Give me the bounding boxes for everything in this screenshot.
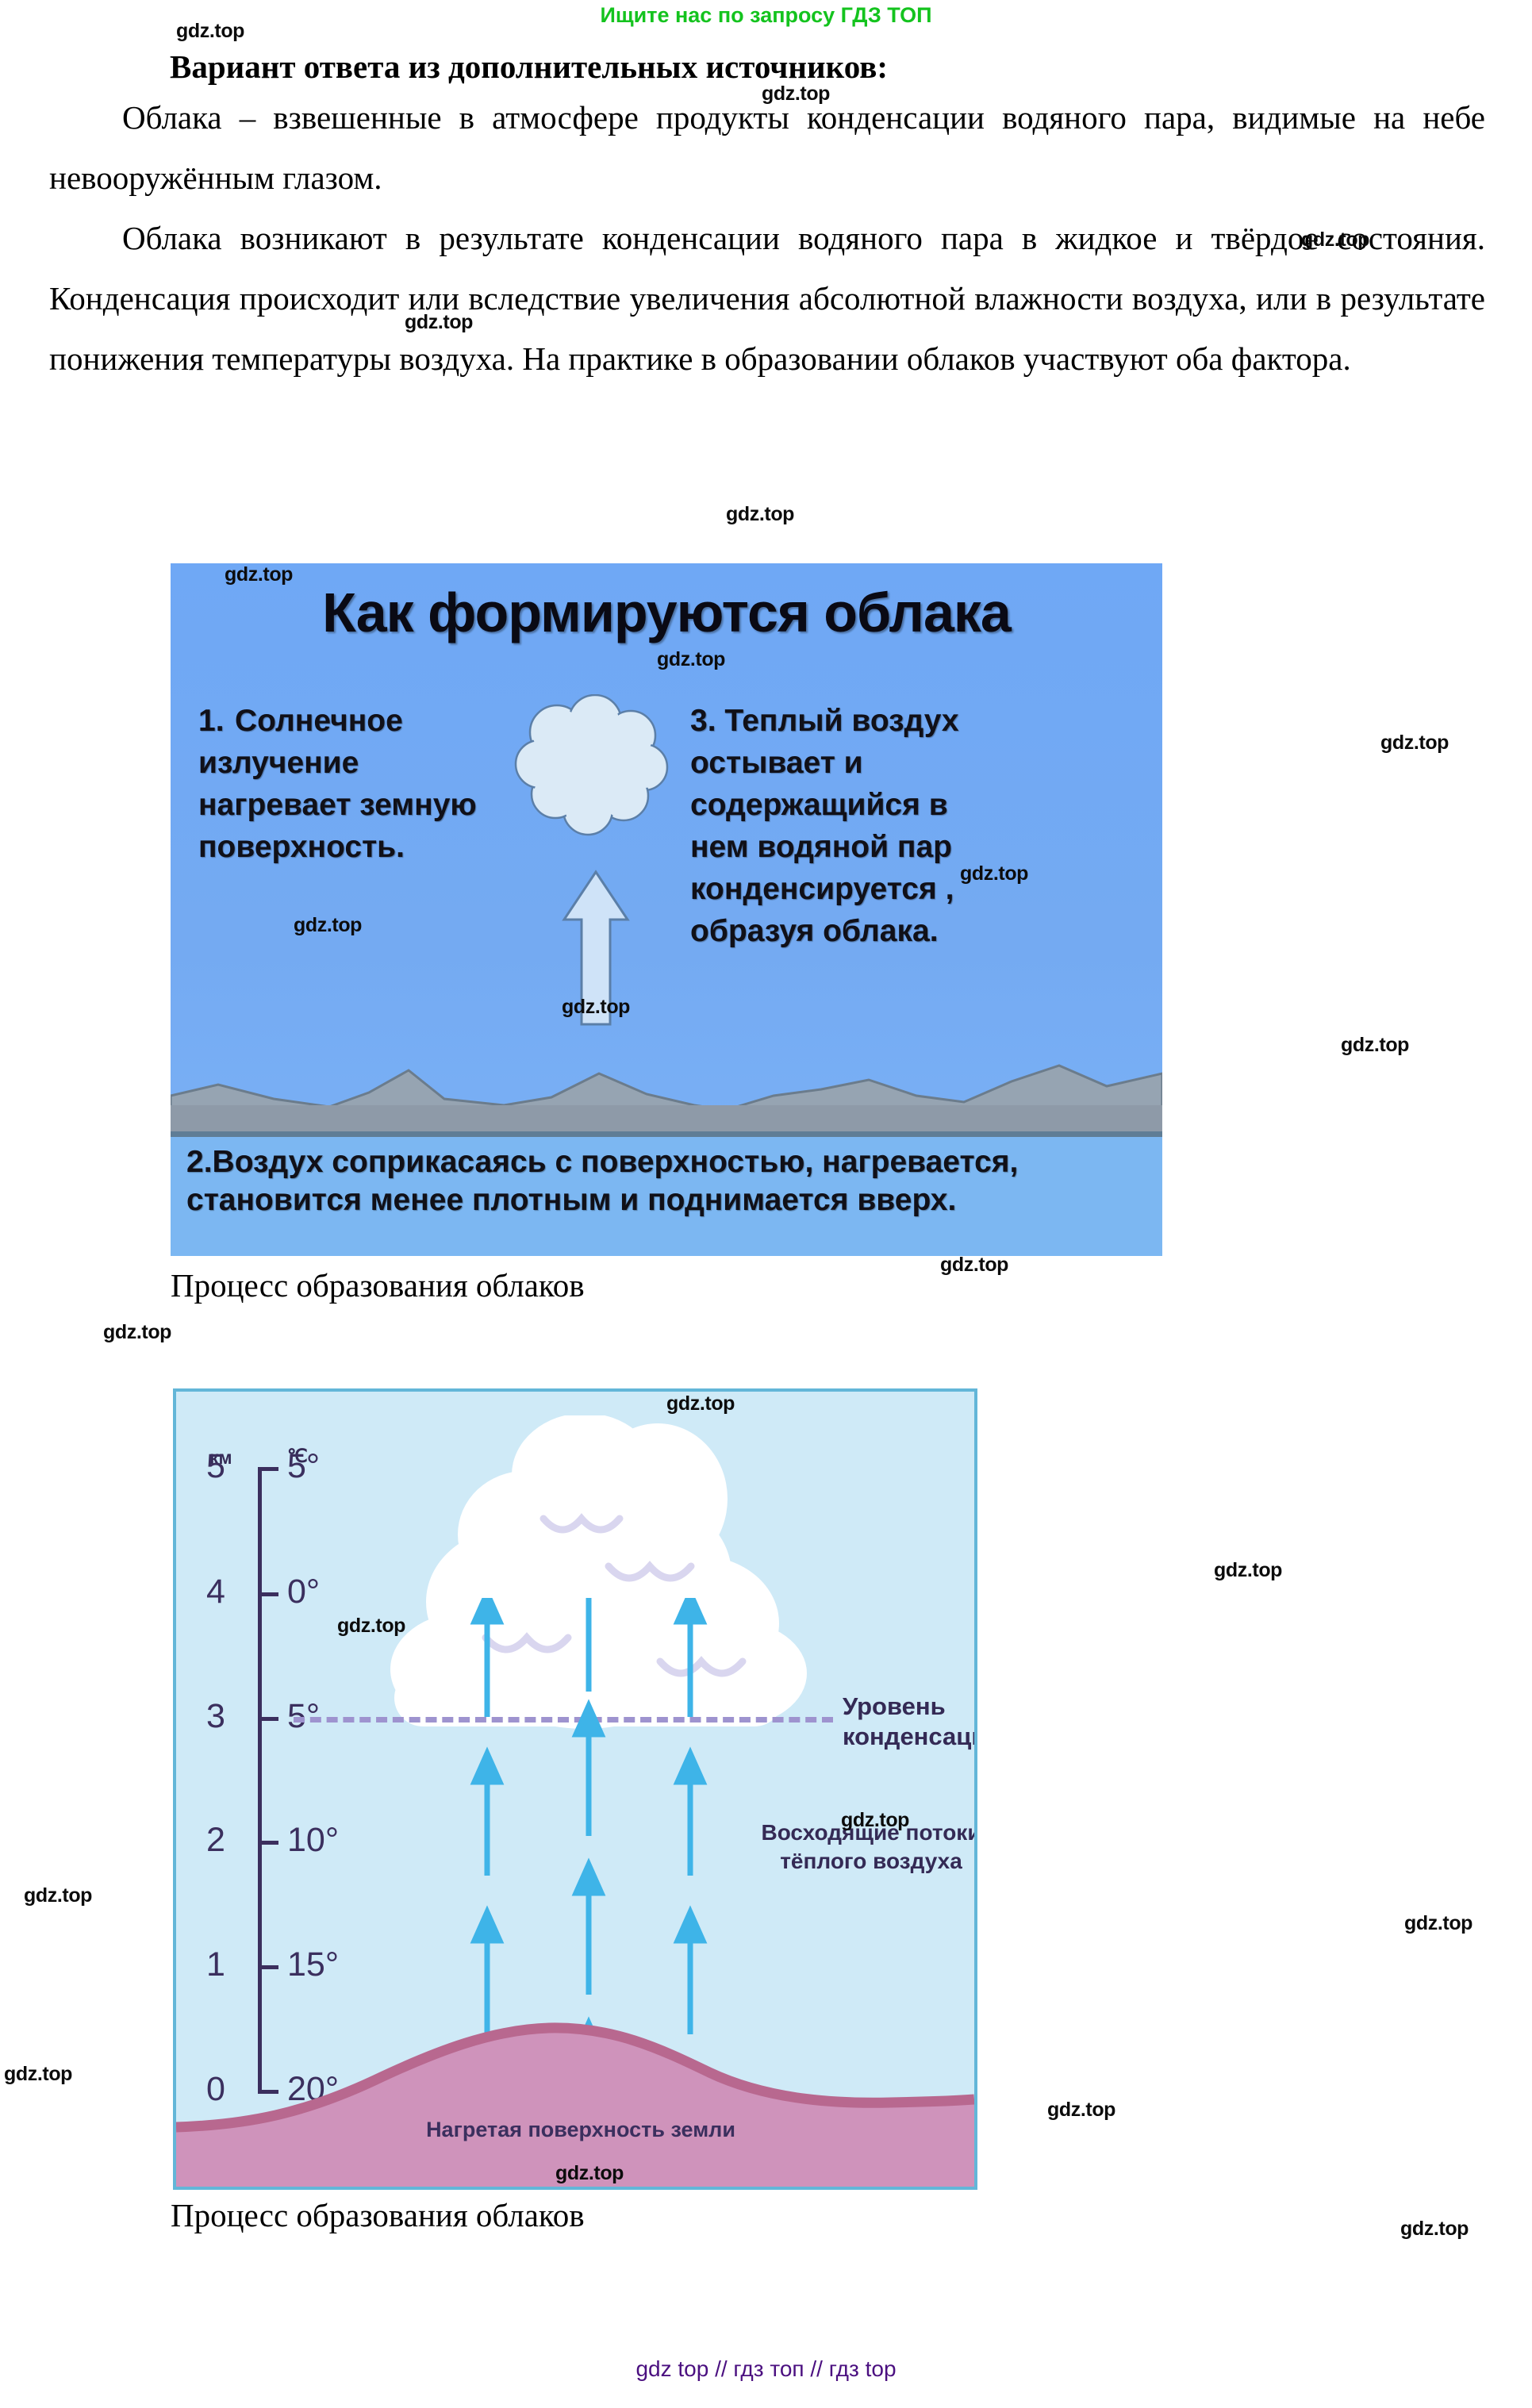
figure1-step-1-number: 1. [198,704,225,738]
mountain-silhouette [171,1064,1162,1113]
figure1-caption: Процесс образования облаков [171,1267,585,1304]
watermark-14: gdz.top [666,1392,735,1415]
watermark-5: gdz.top [225,563,294,586]
scale-temp-1: 15° [287,1945,340,1984]
watermark-21: gdz.top [1047,2099,1116,2121]
condensation-level-label: Уровень конденсации [843,1692,974,1750]
scale-temp-5: 5° [287,1447,321,1485]
watermark-9: gdz.top [960,862,1029,885]
watermark-15: gdz.top [1214,1559,1283,1581]
altitude-axis [258,1467,262,2094]
cloud-icon [508,694,678,841]
scale-km-3: 3 [206,1697,225,1735]
figure2-caption: Процесс образования облаков [171,2197,585,2233]
figure1-step-1: 1.Солнечное излучение нагревает земную п… [198,700,484,868]
promo-banner: Ищите нас по запросу ГДЗ ТОП [600,3,932,27]
watermark-20: gdz.top [4,2063,73,2085]
upward-airflow-arrow-icon [561,869,631,1027]
condensation-level-line [294,1717,833,1722]
axis-bottom-cap [258,2090,278,2094]
site-footer: gdz top // гдз топ // гдз top [635,2356,897,2381]
warm-air-flow-label: Восходящие потоки тёплого воздуха [761,1820,977,1873]
watermark-13: gdz.top [103,1321,172,1343]
scale-temp-4: 0° [287,1573,321,1611]
watermark-6: gdz.top [657,648,726,670]
watermark-12: gdz.top [940,1254,1009,1276]
paragraph-2: Облака возникают в результате конденсаци… [49,220,1485,377]
watermark-18: gdz.top [24,1884,93,1907]
article-body: Вариант ответа из дополнительных источни… [49,48,1485,389]
figure1-step-2-text: 2.Воздух соприкасаясь с поверхностью, на… [186,1145,1019,1217]
axis-top-cap [258,1467,278,1471]
watermark-7: gdz.top [1380,732,1449,754]
watermark-2: gdz.top [1301,229,1370,251]
watermark-1: gdz.top [762,83,831,105]
axis-tick-3 [258,1717,278,1721]
watermark-10: gdz.top [562,996,631,1018]
watermark-8: gdz.top [294,914,363,936]
scale-temp-3: 5° [287,1697,321,1735]
warm-air-arrows [470,1598,708,2106]
figure1-step-2-box: 2.Воздух соприкасаясь с поверхностью, на… [171,1131,1162,1256]
axis-tick-4 [258,1592,278,1596]
axis-unit-celsius: ℃ [287,1446,308,1466]
watermark-23: gdz.top [1400,2218,1469,2240]
scale-km-0: 0 [206,2070,225,2108]
axis-tick-2 [258,1841,278,1845]
page-title: Вариант ответа из дополнительных источни… [170,48,889,85]
scale-km-4: 4 [206,1573,225,1611]
scale-km-1: 1 [206,1945,225,1984]
watermark-17: gdz.top [841,1809,910,1831]
heated-ground [176,2022,974,2187]
figure-convection-diagram: км ℃ 5 5° 4 0° 3 5° 2 10° 1 15° 0 20° [173,1388,977,2190]
scale-km-5: 5 [206,1447,225,1485]
scale-km-2: 2 [206,1821,225,1859]
watermark-22: gdz.top [555,2162,624,2184]
heated-ground-label: Нагретая поверхность земли [426,2118,735,2141]
scale-temp-2: 10° [287,1821,340,1859]
figure1-step-3: 3. Теплый воздух остывает и содержащийся… [690,704,959,948]
watermark-11: gdz.top [1341,1034,1410,1056]
figure-cloud-formation-poster: Как формируются облака 1.Солнечное излуч… [171,563,1162,1256]
watermark-16: gdz.top [337,1615,406,1637]
watermark-19: gdz.top [1404,1912,1473,1934]
paragraph-1: Облака – взвешенные в атмосфере продукты… [49,99,1485,196]
figure1-step-1-text: Солнечное излучение нагревает земную пов… [198,704,477,864]
watermark-3: gdz.top [405,311,474,333]
axis-unit-km: км [209,1447,232,1468]
figure1-title: Как формируются облака [322,582,1012,643]
watermark-0: gdz.top [176,20,245,42]
watermark-4: gdz.top [726,503,795,525]
axis-tick-1 [258,1965,278,1969]
